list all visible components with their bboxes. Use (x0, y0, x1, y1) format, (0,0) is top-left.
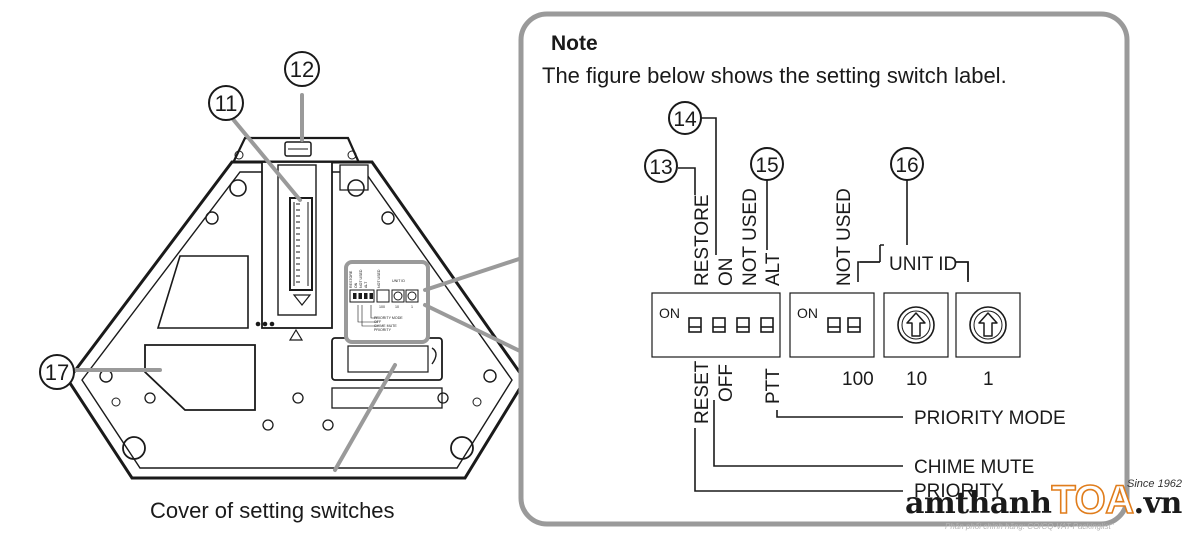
note-box (518, 11, 1130, 527)
mini-label: ON (354, 282, 358, 288)
mini-label: 1 (411, 305, 413, 309)
function-chime-mute: CHIME MUTE (914, 457, 1034, 478)
mini-label: NOT USED (359, 269, 363, 288)
mini-label: CHIME MUTE (374, 324, 397, 328)
callout-16: 16 (890, 147, 924, 181)
device-bottom-view: RESTORE ON NOT USED ALT NOT USED UNIT ID… (66, 136, 527, 480)
mini-label: 100 (379, 305, 385, 309)
note-title: Note (551, 32, 598, 55)
function-priority-mode: PRIORITY MODE (914, 408, 1066, 429)
label-off: OFF (716, 364, 737, 402)
rotary-switch-1 (955, 292, 1021, 358)
label-not-used-1: NOT USED (740, 188, 761, 286)
cover-caption: Cover of setting switches (150, 498, 395, 523)
mini-label: OFF (374, 320, 382, 324)
note-text: The figure below shows the setting switc… (542, 63, 1007, 88)
brand-watermark: amthanhTOA.vn Since 1962 Phân phối chính… (905, 477, 1195, 542)
mini-switch-panel: RESTORE ON NOT USED ALT NOT USED UNIT ID… (344, 260, 430, 344)
mini-label: UNIT ID (392, 279, 405, 283)
callout-11: 11 (208, 85, 244, 121)
svg-text:15: 15 (755, 154, 778, 177)
label-alt: ALT (763, 252, 784, 286)
svg-text:11: 11 (215, 91, 238, 116)
function-priority: PRIORITY (914, 481, 1004, 502)
mini-label: PRIORITY MODE (374, 316, 403, 320)
on-label: ON (659, 305, 680, 321)
label-unit-id: UNIT ID (889, 254, 957, 275)
label-reset: RESET (692, 360, 713, 424)
callout-12: 12 (284, 51, 320, 87)
svg-text:14: 14 (673, 108, 697, 131)
mini-label: PRIORITY (374, 328, 392, 332)
on-label: ON (797, 305, 818, 321)
brand-tagline: Phân phối chính hãng: CO/CQ-VAT-Packingl… (945, 522, 1114, 531)
mini-label: ALT (364, 281, 368, 288)
dip-switch-block-1: ON (651, 292, 781, 358)
mini-label: RESTORE (349, 270, 353, 288)
label-on: ON (716, 258, 737, 287)
digit-100: 100 (842, 369, 874, 390)
digit-10: 10 (906, 369, 927, 390)
mini-label: NOT USED (377, 269, 381, 288)
label-restore: RESTORE (692, 194, 713, 286)
svg-text:17: 17 (45, 360, 69, 385)
digit-1: 1 (983, 369, 994, 390)
note-leaders (678, 117, 969, 492)
dip-switch-block-2: ON (789, 292, 875, 358)
callout-17: 17 (39, 354, 75, 390)
mini-label: 10 (395, 305, 399, 309)
unit-id-bracket (857, 261, 969, 282)
brand-since: Since 1962 (1127, 478, 1183, 490)
svg-text:16: 16 (895, 154, 918, 177)
svg-text:13: 13 (649, 156, 672, 179)
callout-13: 13 (644, 149, 678, 183)
brand-logo: amthanhTOA.vn (905, 477, 1182, 523)
rotary-switch-10 (883, 292, 949, 358)
callout-14: 14 (668, 101, 702, 135)
svg-text:12: 12 (290, 57, 314, 82)
device-leaders (70, 93, 524, 472)
label-ptt: PTT (763, 368, 784, 404)
label-not-used-2: NOT USED (834, 188, 855, 286)
callout-15: 15 (750, 147, 784, 181)
